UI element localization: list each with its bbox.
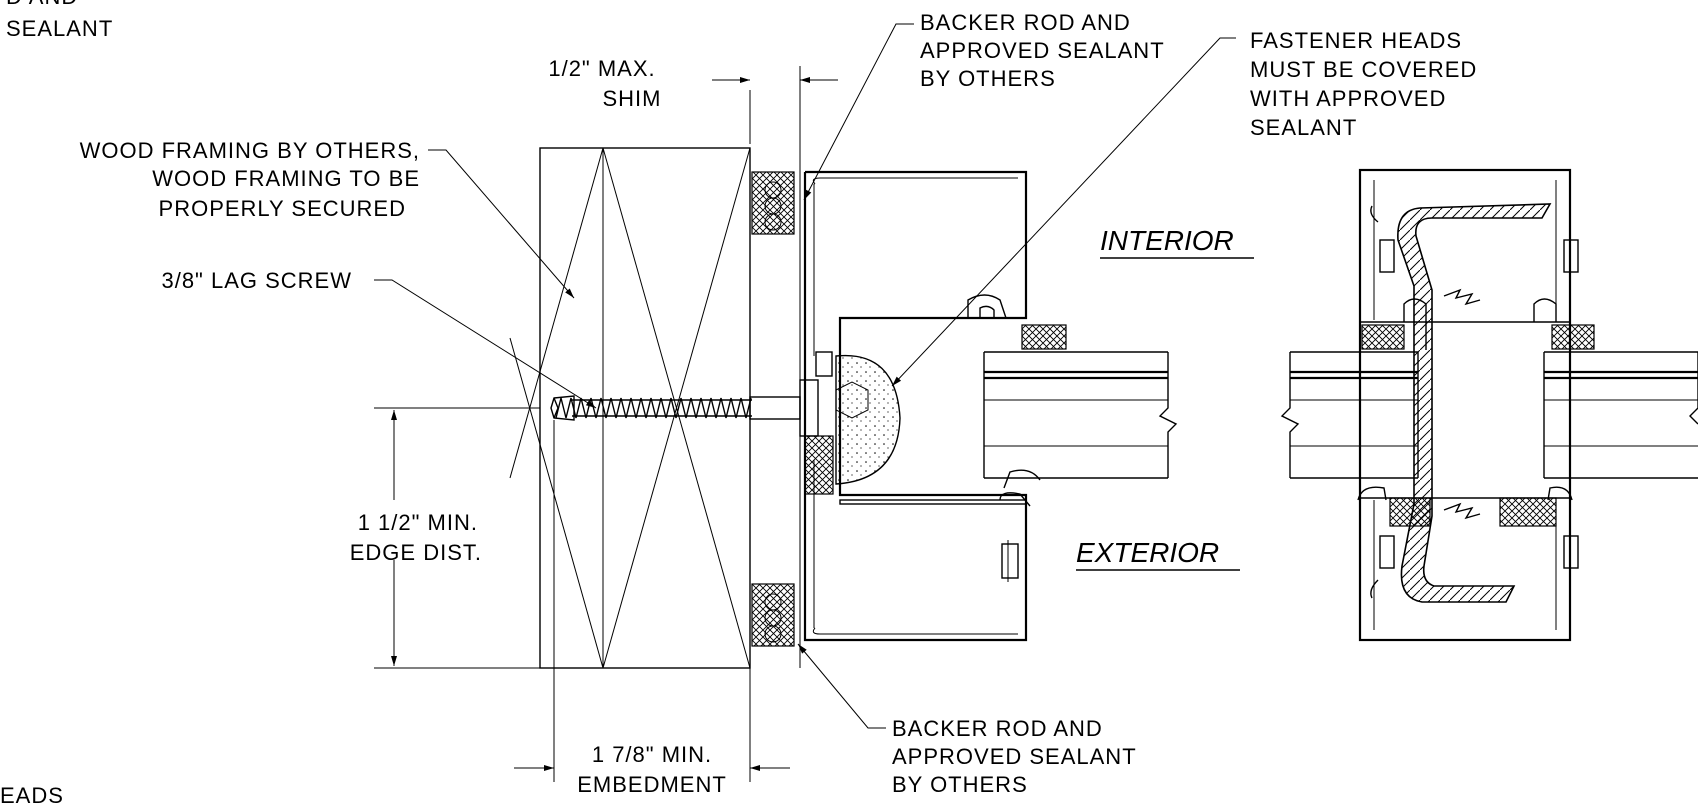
leader-fastener (891, 37, 1236, 387)
fastener-line2: MUST BE COVERED (1250, 57, 1477, 82)
leader-wood (428, 149, 575, 299)
wood-line2: WOOD FRAMING TO BE (152, 166, 420, 191)
wood-line1: WOOD FRAMING BY OTHERS, (80, 138, 420, 163)
leader-backer-top (803, 23, 914, 201)
embed-line2: EMBEDMENT (577, 772, 727, 797)
zone-label-interior: INTERIOR (1100, 225, 1254, 259)
dimension-edge-distance (374, 407, 540, 669)
glass-lite-left (983, 351, 1178, 479)
dimension-embedment (514, 420, 790, 782)
backer-top-line3: BY OTHERS (920, 66, 1056, 91)
label-edge-distance: 1 1/2" MIN. EDGE DIST. (350, 510, 482, 565)
shim-line2: SHIM (603, 86, 662, 111)
label-backer-bottom: BACKER ROD AND APPROVED SEALANT BY OTHER… (892, 716, 1137, 797)
backer-bottom-line1: BACKER ROD AND (892, 716, 1103, 741)
backer-top-line1: BACKER ROD AND (920, 10, 1131, 35)
glazing-gaskets-right (1357, 298, 1595, 527)
backer-bottom-line3: BY OTHERS (892, 772, 1028, 797)
fastener-line3: WITH APPROVED (1250, 86, 1446, 111)
partial-note-top-line1: D AND (6, 0, 78, 9)
zone-label-exterior: EXTERIOR (1076, 537, 1240, 571)
label-wood: WOOD FRAMING BY OTHERS, WOOD FRAMING TO … (80, 138, 420, 221)
edge-line2: EDGE DIST. (350, 540, 482, 565)
edge-line1: 1 1/2" MIN. (358, 510, 478, 535)
partial-note-top-line2: SEALANT (6, 16, 113, 41)
leader-backer-bottom (797, 643, 886, 729)
glazing-gaskets-left (967, 294, 1067, 582)
wood-framing (509, 147, 751, 669)
glass-lite-right-a (1280, 351, 1419, 479)
label-embedment: 1 7/8" MIN. EMBEDMENT (577, 742, 727, 797)
backer-top-line2: APPROVED SEALANT (920, 38, 1165, 63)
fastener-line1: FASTENER HEADS (1250, 28, 1462, 53)
mullion-section-right (1358, 168, 1579, 642)
label-fastener: FASTENER HEADS MUST BE COVERED WITH APPR… (1250, 28, 1477, 140)
label-shim: 1/2" MAX. SHIM (548, 56, 662, 111)
partial-note-bottom: EADS (0, 783, 64, 804)
interior-text: INTERIOR (1100, 225, 1234, 256)
shim-line1: 1/2" MAX. (548, 56, 655, 81)
backer-rod-top (751, 171, 795, 235)
label-lag-screw: 3/8" LAG SCREW (161, 268, 352, 293)
lag-screw (550, 379, 819, 437)
exterior-text: EXTERIOR (1076, 537, 1219, 568)
backer-rod-bottom (751, 583, 795, 647)
fastener-line4: SEALANT (1250, 115, 1357, 140)
glass-lite-right-b (1543, 351, 1698, 479)
dimension-shim (712, 66, 838, 168)
backer-bottom-line2: APPROVED SEALANT (892, 744, 1137, 769)
leader-lag-screw (374, 279, 597, 409)
wood-line3: PROPERLY SECURED (159, 196, 406, 221)
embed-line1: 1 7/8" MIN. (592, 742, 712, 767)
mullion-section-left (803, 170, 1028, 642)
label-backer-top: BACKER ROD AND APPROVED SEALANT BY OTHER… (920, 10, 1165, 91)
